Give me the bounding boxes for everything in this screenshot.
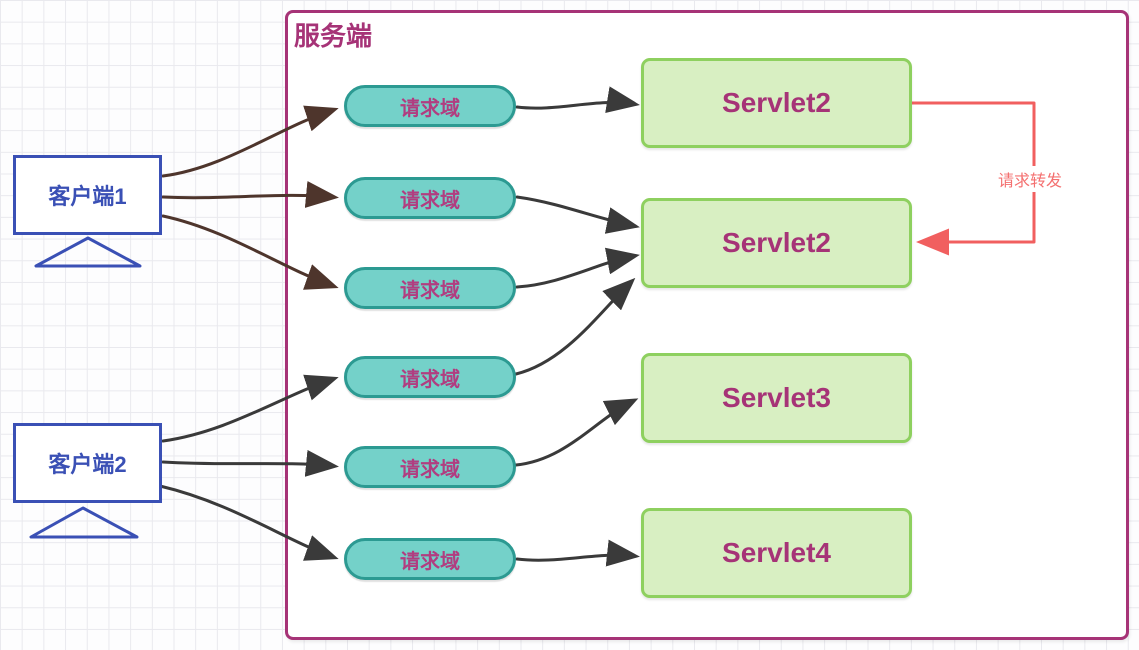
servlet3-node: Servlet3 [641,353,912,443]
client1-node: 客户端1 [13,155,162,235]
request-scope-pill-2: 请求域 [344,177,516,219]
request-scope-pill-3: 请求域 [344,267,516,309]
request-scope-pill-5: 请求域 [344,446,516,488]
servlet-label: Servlet4 [722,537,831,568]
client1-stand-icon [34,236,142,268]
pill-label: 请求域 [400,550,460,573]
request-scope-pill-1: 请求域 [344,85,516,127]
client2-stand-icon [29,506,139,539]
servlet-label: Servlet2 [722,87,831,118]
servlet2-node-b: Servlet2 [641,198,912,288]
request-scope-pill-4: 请求域 [344,356,516,398]
request-scope-pill-6: 请求域 [344,538,516,580]
pill-label: 请求域 [400,189,460,212]
request-forward-label: 请求转发 [994,166,1066,192]
pill-label: 请求域 [400,458,460,481]
server-title: 服务端 [294,21,373,51]
servlet-label: Servlet3 [722,382,831,413]
client1-label: 客户端1 [48,184,127,209]
client2-node: 客户端2 [13,423,162,503]
servlet2-node-a: Servlet2 [641,58,912,148]
pill-label: 请求域 [400,368,460,391]
client2-label: 客户端2 [48,452,127,477]
servlet4-node: Servlet4 [641,508,912,598]
servlet-label: Servlet2 [722,227,831,258]
pill-label: 请求域 [400,279,460,302]
pill-label: 请求域 [400,97,460,120]
